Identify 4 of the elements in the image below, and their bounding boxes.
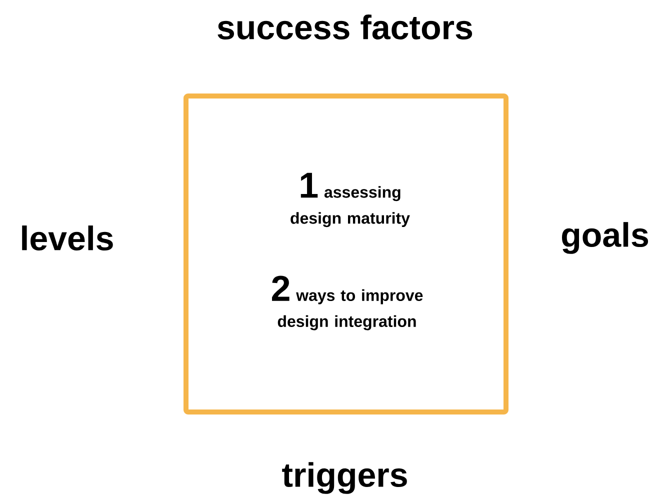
side-label: goals: [562, 222, 648, 254]
side-label: levels: [22, 226, 113, 250]
side-label: success factors: [218, 14, 472, 40]
side-label: triggers: [282, 462, 407, 494]
